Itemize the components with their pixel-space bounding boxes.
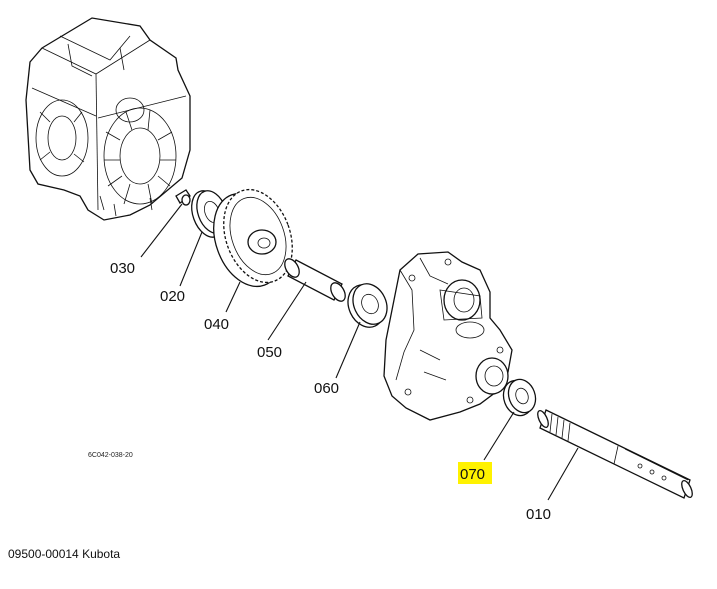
leader-040 (225, 281, 241, 313)
seal-part-070-drawing (502, 378, 537, 417)
highlight-070 (458, 462, 492, 484)
sleeve-part-050-drawing (284, 258, 346, 302)
diagram-caption: 09500-00014 Kubota (8, 547, 121, 561)
leader-lines (140, 203, 579, 501)
leader-010 (547, 447, 579, 501)
label-010[interactable]: 010 (526, 506, 551, 523)
leader-060 (335, 321, 361, 379)
gear-part-040-drawing (213, 188, 293, 288)
transmission-case-drawing (25, 17, 191, 221)
label-020[interactable]: 020 (160, 288, 185, 305)
label-040[interactable]: 040 (204, 316, 229, 333)
label-030[interactable]: 030 (110, 260, 135, 277)
leader-020 (179, 231, 203, 287)
shaft-part-010-drawing (537, 409, 693, 499)
label-050[interactable]: 050 (257, 344, 282, 361)
cover-housing-drawing (383, 251, 513, 421)
bearing-part-060-drawing (347, 283, 388, 328)
leader-070 (483, 411, 515, 461)
label-070[interactable]: 070 (460, 466, 485, 483)
drawing-code: 6C042-038-20 (88, 452, 133, 459)
label-060[interactable]: 060 (314, 380, 339, 397)
pin-part-030-drawing (175, 189, 191, 206)
leader-030 (140, 203, 183, 258)
leader-050 (267, 281, 307, 341)
